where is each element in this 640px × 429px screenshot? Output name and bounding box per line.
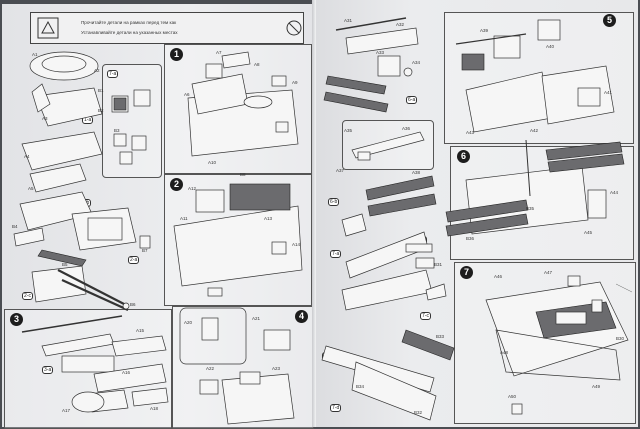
part-label: A40: [546, 44, 555, 49]
warning-line-1: Прочитайте детали на рамках перед тем ка…: [81, 20, 177, 25]
warning-banner: Прочитайте детали на рамках перед тем ка…: [30, 12, 304, 44]
sub-label: 7-d: [330, 404, 342, 412]
part-label: A37: [336, 168, 345, 173]
step-number-6: 6: [457, 150, 470, 163]
sub-label: 6-a: [406, 96, 418, 104]
sub-label: 7-a: [330, 250, 342, 258]
part-label: A20: [184, 320, 193, 325]
step-number-2: 2: [170, 178, 183, 191]
part-label: B6: [130, 302, 136, 307]
sub-label: 2-c: [22, 292, 33, 300]
part-label: A33: [376, 50, 385, 55]
part-label: A11: [180, 216, 188, 221]
step-number-5: 5: [603, 14, 616, 27]
left-page-drawings: [13, 51, 303, 425]
part-label: A15: [136, 328, 145, 333]
warning-icon: [37, 17, 59, 39]
part-label: A49: [592, 384, 601, 389]
part-label: A50: [508, 394, 517, 399]
part-label: A17: [62, 408, 71, 413]
warning-line-2: Устанавливайте детали на указанных места…: [81, 30, 178, 35]
part-label: B4: [12, 224, 18, 229]
step-number-1: 1: [170, 48, 183, 61]
part-label: A32: [396, 22, 405, 27]
part-label: A21: [252, 316, 261, 321]
part-label: A46: [494, 274, 503, 279]
part-label: A48: [500, 350, 509, 355]
right-page-drawings: [321, 17, 633, 421]
part-label: A35: [344, 128, 353, 133]
part-label: A38: [412, 170, 421, 175]
part-label: A18: [150, 406, 159, 411]
part-label: B31: [434, 262, 443, 267]
sub-label: 7-c: [420, 312, 431, 320]
part-label: A39: [480, 28, 489, 33]
part-label: A14: [292, 242, 301, 247]
part-label: A13: [264, 216, 273, 221]
part-label: A45: [584, 230, 593, 235]
step-number-4: 4: [295, 310, 308, 323]
part-label: A22: [206, 366, 215, 371]
part-label: A4: [24, 154, 30, 159]
sub-label: 3-a: [42, 366, 54, 374]
part-label: A8: [254, 62, 260, 67]
part-label: B34: [356, 384, 365, 389]
part-label: B3: [114, 128, 120, 133]
part-label: A41: [604, 90, 613, 95]
part-label: A23: [272, 366, 281, 371]
part-label: A1: [32, 52, 38, 57]
part-label: A31: [344, 18, 353, 23]
part-label: B7: [142, 248, 148, 253]
part-label: A12: [188, 186, 197, 191]
part-label: A44: [610, 190, 619, 195]
step-number-7: 7: [460, 266, 473, 279]
part-label: A42: [530, 128, 539, 133]
part-label: B32: [414, 410, 423, 415]
part-label: B2: [98, 108, 104, 113]
part-label: A9: [292, 80, 298, 85]
part-label: A3: [42, 116, 48, 121]
part-label: B8: [240, 172, 246, 177]
part-label: A34: [412, 60, 421, 65]
part-label: A16: [122, 370, 131, 375]
part-label: B5: [62, 262, 68, 267]
sub-label: 2-a: [128, 256, 140, 264]
part-label: A10: [208, 160, 217, 165]
left-page: Прочитайте детали на рамках перед тем ка…: [2, 4, 315, 429]
part-label: A43: [466, 130, 475, 135]
part-label: B1: [98, 88, 104, 93]
part-label: A47: [544, 270, 553, 275]
part-label: A5: [28, 186, 34, 191]
part-label: A36: [402, 126, 411, 131]
part-label: A7: [216, 50, 222, 55]
sub-label: 7-a: [107, 70, 119, 78]
part-label: B35: [526, 206, 535, 211]
no-glue-icon: [286, 20, 302, 36]
part-label: A2: [94, 68, 100, 73]
right-page: 5 6 7 6-a 6-b 6-c 7-a 7-b 7-c 7-d 7-b: [316, 0, 638, 427]
part-label: B33: [436, 334, 445, 339]
sub-label: 6-b: [328, 198, 340, 206]
part-label: B30: [616, 336, 625, 341]
step-number-3: 3: [10, 313, 23, 326]
part-label: B36: [466, 236, 475, 241]
part-label: A6: [184, 92, 190, 97]
